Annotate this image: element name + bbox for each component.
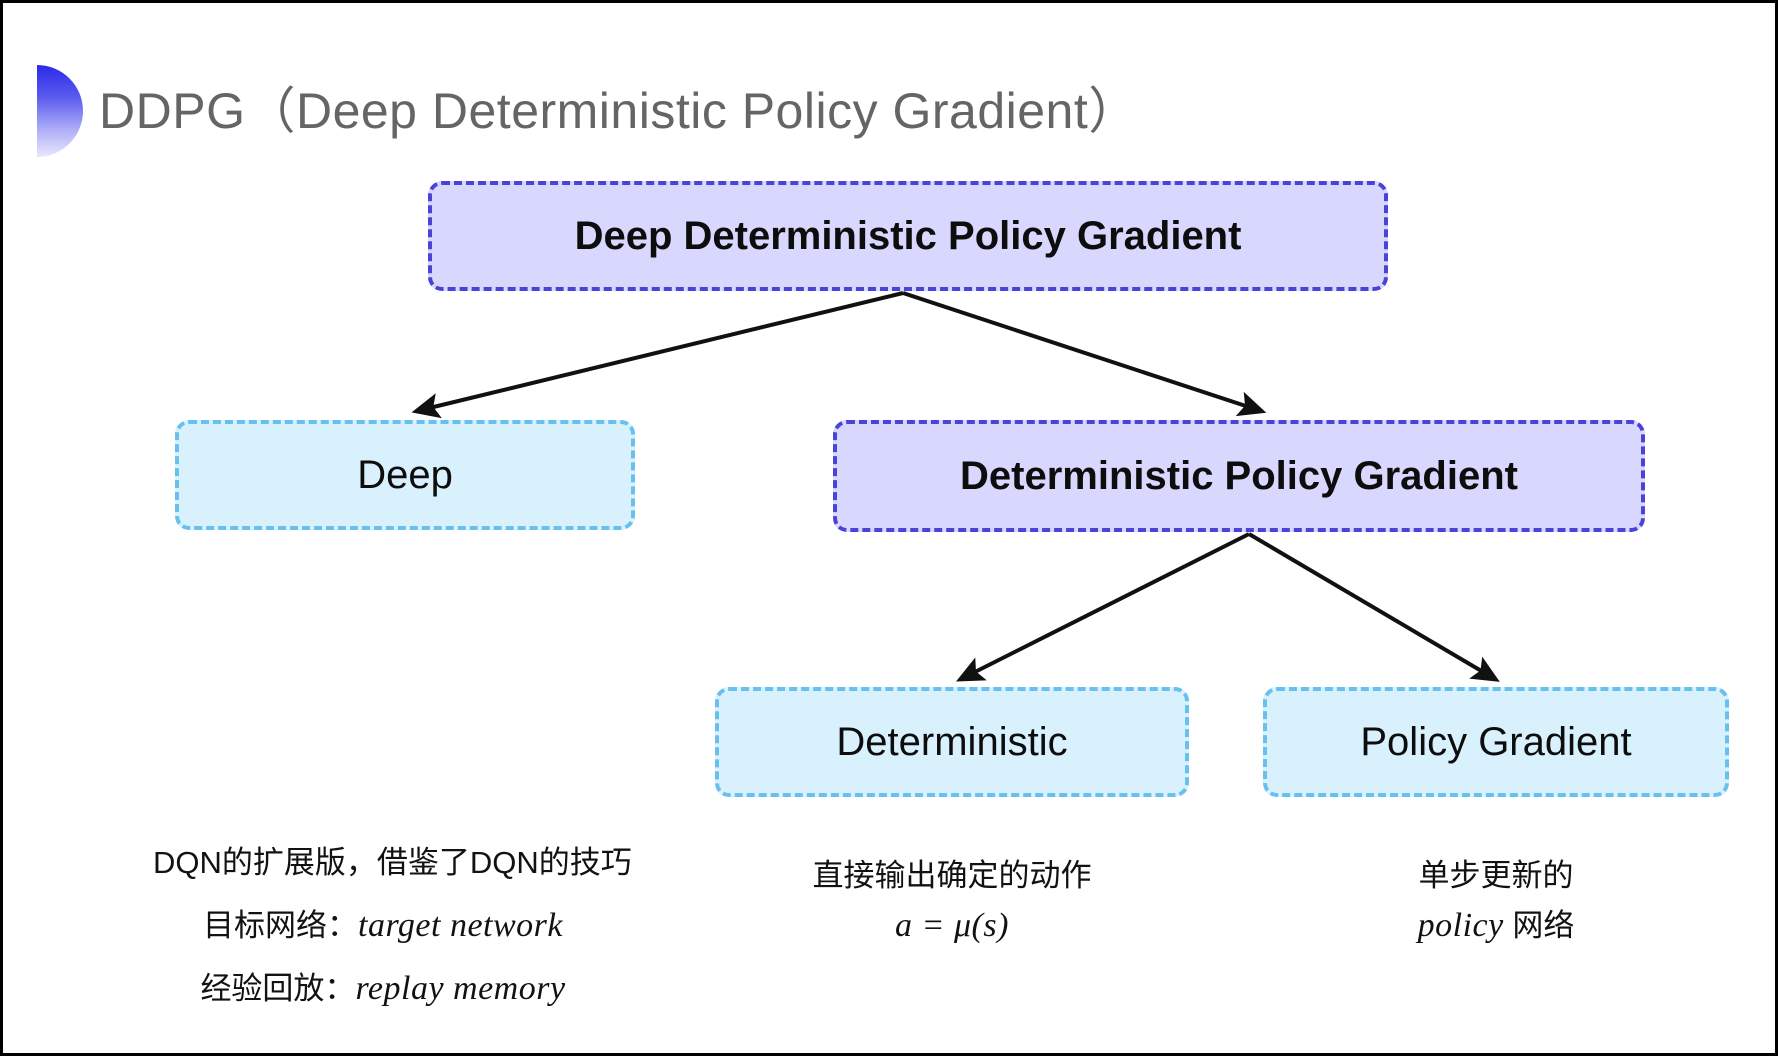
caption-deep-line3-term: replay memory	[355, 970, 566, 1007]
caption-deep-line2-term: target network	[358, 907, 563, 944]
edge-dpg-to-policy-gradient	[1247, 532, 1500, 682]
caption-deterministic-formula: a = μ(s)	[895, 907, 1009, 944]
node-deterministic-policy-gradient[interactable]: Deterministic Policy Gradient	[833, 420, 1645, 532]
caption-policy-gradient: 单步更新的 policy 网络	[1263, 851, 1729, 951]
node-root[interactable]: Deep Deterministic Policy Gradient	[428, 181, 1388, 291]
node-deep[interactable]: Deep	[175, 420, 635, 530]
caption-deep: DQN的扩展版，借鉴了DQN的技巧 目标网络：target network 经验…	[153, 831, 632, 1020]
node-policy-gradient[interactable]: Policy Gradient	[1263, 687, 1729, 797]
caption-deterministic-line1: 直接输出确定的动作	[812, 858, 1092, 893]
decorative-half-disc-icon	[37, 65, 83, 157]
caption-policy-gradient-line1: 单步更新的	[1418, 858, 1574, 893]
caption-deterministic: 直接输出确定的动作 a = μ(s)	[715, 851, 1189, 951]
edge-dpg-to-deterministic	[955, 532, 1250, 682]
caption-deep-line2: 目标网络：target network	[153, 894, 613, 957]
caption-deep-line1: DQN的扩展版，借鉴了DQN的技巧	[153, 845, 632, 880]
caption-policy-gradient-line2: policy 网络	[1263, 901, 1729, 951]
caption-policy-gradient-term: policy	[1417, 907, 1504, 944]
caption-deep-line3: 经验回放：replay memory	[153, 957, 613, 1020]
node-deterministic[interactable]: Deterministic	[715, 687, 1189, 797]
caption-policy-gradient-suffix: 网络	[1503, 908, 1575, 943]
caption-deep-line2-label: 目标网络：	[203, 908, 358, 943]
edge-root-to-deep	[411, 291, 904, 419]
page-title: DDPG（Deep Deterministic Policy Gradient）	[99, 83, 1139, 139]
edge-root-to-dpg	[902, 291, 1267, 417]
caption-deep-line3-label: 经验回放：	[200, 971, 356, 1006]
